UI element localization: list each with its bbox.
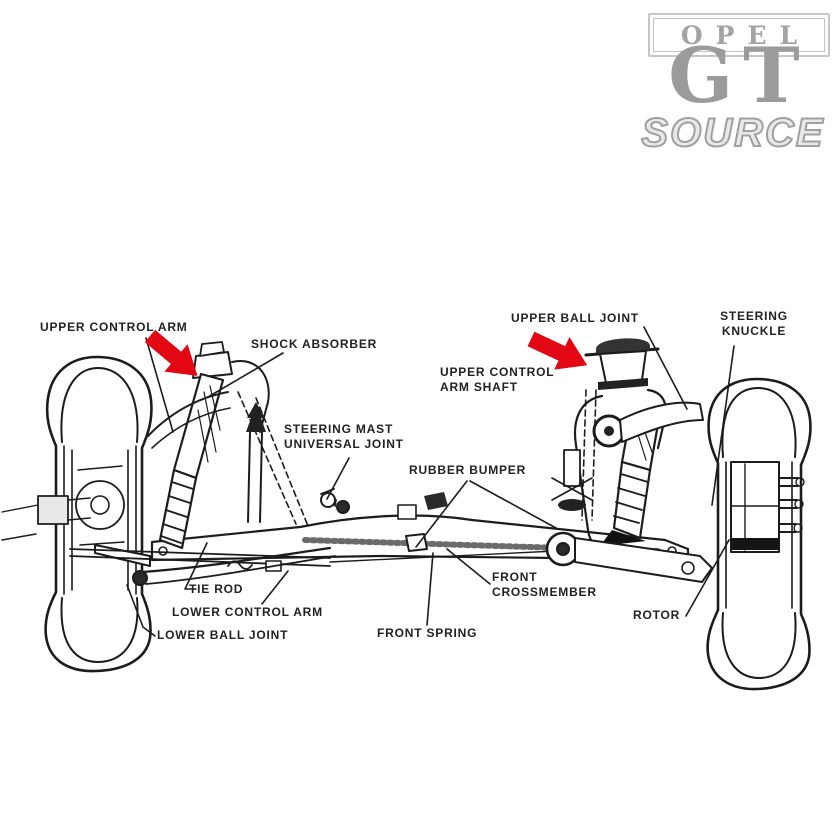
rotor-drawing bbox=[730, 461, 805, 553]
part-label-rotor: ROTOR bbox=[633, 608, 681, 622]
opel-logo-box: OPEL bbox=[648, 13, 830, 57]
red-arrow-icon bbox=[527, 331, 588, 370]
leader-lines bbox=[126, 326, 735, 637]
right-wheel-drawing bbox=[706, 377, 812, 691]
part-label-front-spring: FRONT SPRING bbox=[377, 626, 478, 640]
part-label-upper-control-arm-shaft: UPPER CONTROL ARM SHAFT bbox=[440, 365, 555, 394]
part-label-upper-ball-joint: UPPER BALL JOINT bbox=[511, 311, 639, 325]
source-logo-text: SOURCE bbox=[640, 110, 825, 156]
part-label-steering-knuckle: STEERING KNUCKLE bbox=[720, 309, 788, 338]
steering-mast-drawing bbox=[246, 402, 448, 552]
part-label-front-crossmember: FRONT CROSSMEMBER bbox=[492, 570, 597, 599]
part-label-shock-absorber: SHOCK ABSORBER bbox=[251, 337, 378, 351]
left-wheel-drawing bbox=[1, 355, 153, 673]
part-label-lower-ball-joint: LOWER BALL JOINT bbox=[157, 628, 289, 642]
part-label-tie-rod: TIE ROD bbox=[189, 582, 244, 596]
part-label-steering-mast-universal-joint: STEERING MAST UNIVERSAL JOINT bbox=[284, 422, 404, 451]
left-control-arms-drawing bbox=[69, 391, 557, 586]
right-suspension-drawing bbox=[545, 338, 713, 583]
red-arrow-icon bbox=[144, 329, 198, 376]
part-label-upper-control-arm: UPPER CONTROL ARM bbox=[40, 320, 188, 334]
part-label-lower-control-arm: LOWER CONTROL ARM bbox=[172, 605, 323, 619]
part-label-rubber-bumper: RUBBER BUMPER bbox=[409, 463, 527, 477]
left-shock-absorber-drawing bbox=[158, 341, 309, 550]
gt-logo-text: GT bbox=[668, 31, 810, 120]
